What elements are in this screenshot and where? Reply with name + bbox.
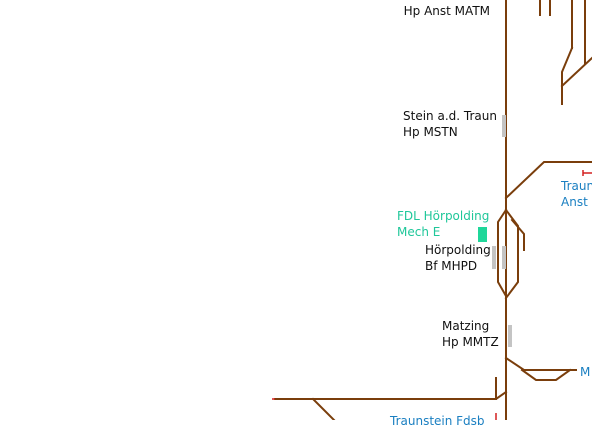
- station-label-mhpd[interactable]: Hörpolding Bf MHPD: [425, 242, 491, 274]
- branch-label-traun[interactable]: Traun Anst: [561, 178, 592, 210]
- fdl-signal-box[interactable]: [478, 227, 487, 242]
- bottom-diagonal: [311, 397, 336, 420]
- station-name-line2: Hp Anst MATM: [403, 4, 490, 18]
- branch-name-line1: M: [580, 365, 591, 379]
- station-name-line1: Matzing: [442, 319, 490, 333]
- platform-mhpd-left: [492, 246, 496, 269]
- fdl-type-line2: Mech E: [397, 225, 441, 239]
- station-label-mmtz[interactable]: Matzing Hp MMTZ: [442, 318, 499, 350]
- station-label-anst-matm[interactable]: Hp Anst MATM: [390, 3, 490, 19]
- fdl-name-line1: FDL Hörpolding: [397, 209, 490, 223]
- hoerpolding-siding: [510, 218, 525, 251]
- hoerpolding-loop-right: [504, 208, 519, 300]
- yard-curve: [561, 46, 574, 105]
- station-name-line1: Stein a.d. Traun: [403, 109, 497, 123]
- platform-mhpd-right: [502, 246, 506, 269]
- branch-name-line2: Anst: [561, 195, 588, 209]
- track-diagram: [272, 0, 592, 420]
- station-name-line1: Hörpolding: [425, 243, 491, 257]
- branch-label-bottom[interactable]: Traunstein Fdsb: [390, 413, 485, 429]
- m-branch-siding: [520, 368, 572, 381]
- traun-branch-track: [504, 161, 592, 200]
- bottom-left-branch: [274, 390, 508, 400]
- hoerpolding-loop-left: [497, 208, 508, 298]
- branch-name-line1: Traun: [561, 179, 592, 193]
- station-code-line2: Bf MHPD: [425, 259, 478, 273]
- station-label-mstn[interactable]: Stein a.d. Traun Hp MSTN: [403, 108, 497, 140]
- platform-mmtz: [508, 325, 512, 347]
- branch-label-m[interactable]: M: [580, 364, 590, 380]
- station-code-line2: Hp MMTZ: [442, 335, 499, 349]
- fdl-label[interactable]: FDL Hörpolding Mech E: [397, 208, 489, 240]
- m-branch-track: [504, 356, 577, 371]
- branch-name-line1: Traunstein Fdsb: [390, 414, 485, 428]
- platform-mstn: [502, 115, 506, 137]
- station-code-line2: Hp MSTN: [403, 125, 458, 139]
- yard-curve: [560, 56, 592, 88]
